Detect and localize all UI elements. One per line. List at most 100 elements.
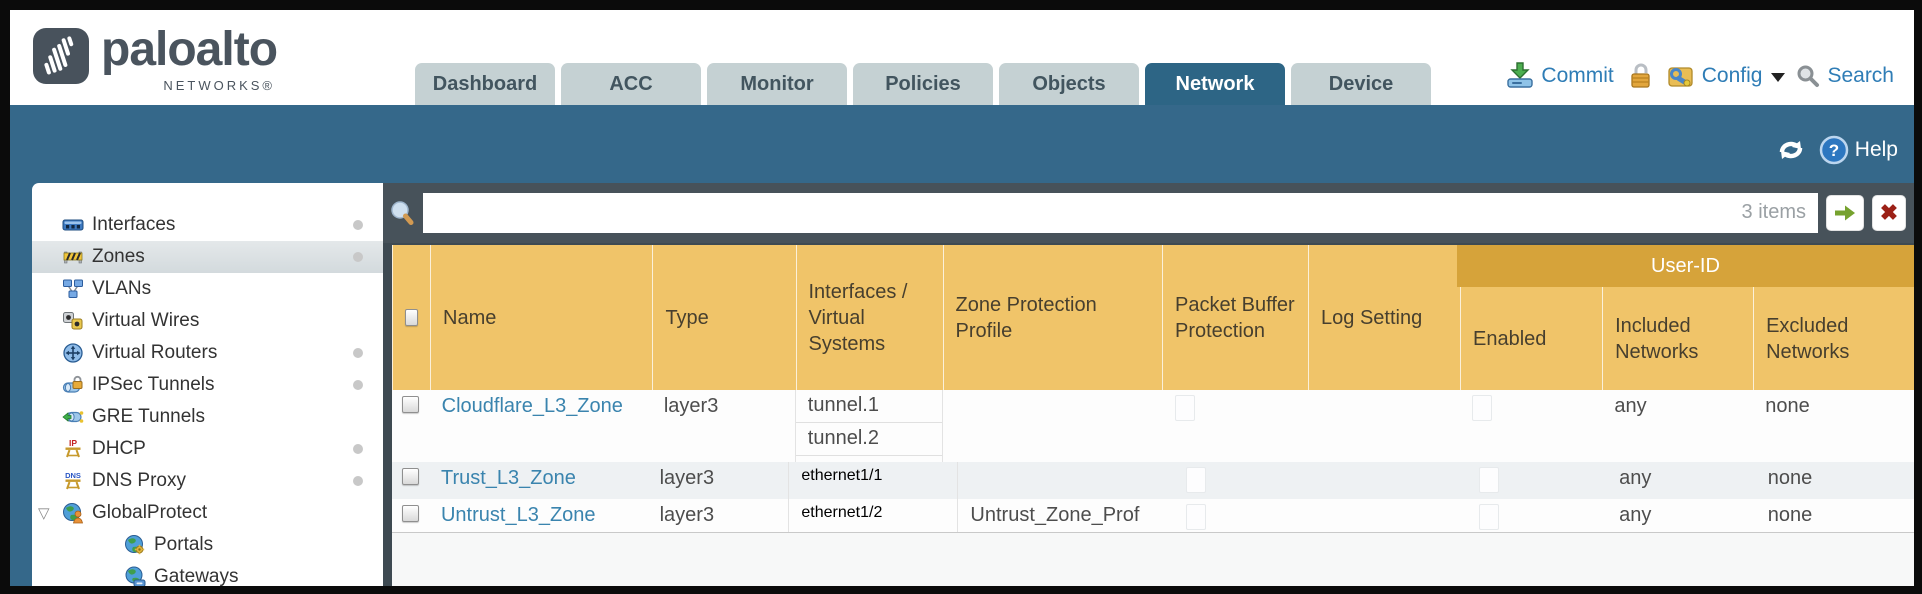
sidebar-item-label: VLANs [92,278,152,299]
table-empty-area [392,533,1914,586]
expander-triangle-icon[interactable]: ▽ [38,505,50,522]
sidebar-item-label: GRE Tunnels [92,406,205,427]
svg-text:IP: IP [69,438,77,448]
sidebar-item-portals[interactable]: Portals [32,529,383,561]
clear-filter-button[interactable]: ✖ [1872,195,1906,231]
tab-acc[interactable]: ACC [561,63,701,105]
excluded-networks-cell: none [1767,467,1813,489]
brand-subtitle: NETWORKS® [163,78,276,93]
dns-proxy-icon: DNS [62,470,84,492]
green-arrow-icon [1835,205,1855,221]
tab-policies[interactable]: Policies [853,63,993,105]
column-header-zone-protection-profile[interactable]: Zone Protection Profile [942,245,1162,390]
interface-entry: tunnel.1 [795,390,943,423]
sidebar-item-gateways[interactable]: Gateways [32,561,383,586]
filter-search-icon[interactable] [389,199,415,227]
lock-icon[interactable] [1629,62,1653,89]
sidebar-item-vlans[interactable]: VLANs [32,273,383,305]
interfaces-icon [62,214,84,236]
log-setting-cell [1318,462,1468,499]
gateways-icon [124,566,146,586]
user-id-enabled-checkbox[interactable] [1479,504,1500,530]
main-nav-tabs: Dashboard ACC Monitor Policies Objects N… [415,63,1431,105]
excluded-networks-cell: none [1765,395,1810,417]
tab-monitor[interactable]: Monitor [707,63,847,105]
user-id-enabled-checkbox[interactable] [1472,395,1493,421]
table-row: Cloudflare_L3_Zone layer3 tunnel.1 tunne… [392,390,1914,462]
apply-filter-button[interactable] [1826,195,1864,231]
sidebar-item-gre-tunnels[interactable]: GRE Tunnels [32,401,383,433]
network-sidebar: Interfaces Zones [32,183,383,586]
user-id-group-header: User-ID [1457,245,1914,287]
interfaces-cell: ethernet1/2 [788,499,959,532]
sidebar-item-virtual-wires[interactable]: Virtual Wires [32,305,383,337]
column-header-interfaces[interactable]: Interfaces / Virtual Systems [795,245,943,390]
config-button[interactable]: Config [1701,63,1763,87]
sidebar-item-ipsec-tunnels[interactable]: IPSec Tunnels [32,369,383,401]
paloalto-logo-icon [33,28,89,84]
zone-protection-profile-cell: Untrust_Zone_Prof [970,504,1140,526]
gre-tunnels-icon [62,406,84,428]
sidebar-item-label: Portals [154,534,214,555]
help-link[interactable]: Help [1854,138,1898,161]
search-button[interactable]: Search [1827,63,1894,87]
column-header-included-networks[interactable]: Included Networks [1602,245,1753,390]
excluded-networks-cell: none [1767,504,1813,526]
sidebar-item-zones[interactable]: Zones [32,241,383,273]
sidebar-item-label: Interfaces [92,214,176,235]
row-checkbox[interactable] [401,505,419,522]
user-id-enabled-checkbox[interactable] [1479,467,1500,493]
row-checkbox[interactable] [401,468,419,485]
vlans-icon [62,278,84,300]
included-networks-cell: any [1619,504,1652,526]
sidebar-item-label: Virtual Routers [92,342,218,363]
sidebar-item-label: GlobalProtect [92,502,208,523]
status-dot [353,444,363,454]
config-icon[interactable] [1666,62,1695,89]
sidebar-item-label: Virtual Wires [92,310,200,331]
zone-name-link[interactable]: Cloudflare_L3_Zone [441,395,623,417]
column-header-packet-buffer-protection[interactable]: Packet Buffer Protection [1161,245,1308,390]
column-header-type[interactable]: Type [652,245,795,390]
sidebar-item-globalprotect[interactable]: ▽ GlobalProtect [32,497,383,529]
column-header-excluded-networks[interactable]: Excluded Networks [1753,245,1914,390]
sidebar-item-dns-proxy[interactable]: DNS DNS Proxy [32,465,383,497]
config-dropdown-caret[interactable] [1771,73,1786,82]
packet-buffer-protection-checkbox[interactable] [1186,467,1207,493]
sidebar-item-dhcp[interactable]: IP DHCP [32,433,383,465]
globalprotect-icon [62,502,84,524]
commit-icon[interactable] [1506,62,1534,89]
zone-name-link[interactable]: Trust_L3_Zone [440,467,576,489]
sidebar-item-interfaces[interactable]: Interfaces [32,209,383,241]
select-all-checkbox[interactable] [405,309,418,326]
tab-dashboard[interactable]: Dashboard [415,63,555,105]
packet-buffer-protection-checkbox[interactable] [1174,395,1195,421]
packet-buffer-protection-checkbox[interactable] [1186,504,1207,530]
sidebar-item-virtual-routers[interactable]: Virtual Routers [32,337,383,369]
status-dot [353,220,363,230]
virtual-wires-icon [62,310,84,332]
sidebar-item-label: DHCP [92,438,146,459]
column-header-name[interactable]: Name [430,245,652,390]
row-checkbox[interactable] [402,396,420,413]
help-icon[interactable]: ? [1819,135,1849,165]
column-header-log-setting[interactable]: Log Setting [1308,245,1460,390]
interfaces-cell: ethernet1/1 [788,462,959,499]
zone-type-cell: layer3 [663,395,719,417]
zone-name-link[interactable]: Untrust_L3_Zone [440,504,596,526]
refresh-icon[interactable] [1775,136,1807,164]
tab-network[interactable]: Network [1145,63,1285,105]
column-header-enabled[interactable]: Enabled [1460,245,1602,390]
filter-input[interactable] [423,193,1818,233]
top-toolbar: Commit Config [1506,62,1894,89]
commit-button[interactable]: Commit [1541,63,1614,87]
tab-device[interactable]: Device [1291,63,1431,105]
zone-type-cell: layer3 [659,504,715,526]
zones-table: User-ID Name Type Interfaces / Virtual S… [392,245,1914,586]
search-icon[interactable] [1796,64,1820,88]
svg-text:?: ? [1829,141,1839,160]
status-dot [353,348,363,358]
tab-objects[interactable]: Objects [999,63,1139,105]
status-dot [353,476,363,486]
included-networks-cell: any [1614,395,1647,417]
